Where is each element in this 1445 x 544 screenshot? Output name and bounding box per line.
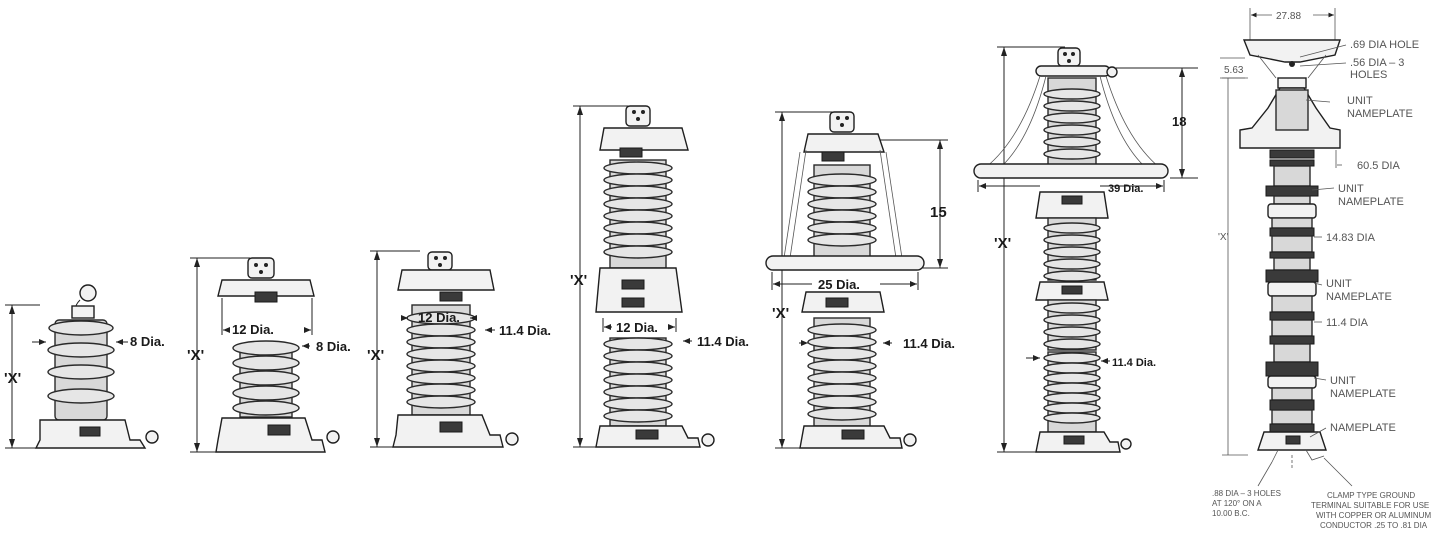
ground-terminal <box>326 430 340 444</box>
height-label: 'X' <box>367 347 384 364</box>
callout-label: NAMEPLATE <box>1330 422 1396 434</box>
ground-terminal <box>145 430 159 444</box>
arrester-figure-7: 27.88 5.63 'X' <box>1212 8 1431 530</box>
height-label: 'X' <box>187 347 204 364</box>
base-note-line: 10.00 B.C. <box>1212 509 1250 518</box>
ground-note-line: CONDUCTOR .25 TO .81 DIA <box>1320 521 1428 530</box>
shed-stack-upper <box>807 173 877 247</box>
ground-note-line: CLAMP TYPE GROUND <box>1327 491 1415 500</box>
ground-terminal <box>505 432 519 446</box>
arrester-figure-1: 'X' 8 Dia. <box>4 284 165 449</box>
shed-stack <box>406 311 476 409</box>
height-label: 'X' <box>772 305 789 322</box>
arrester-figure-2: 'X' 12 Dia. 8 Dia. <box>187 257 351 453</box>
top-terminal <box>625 105 651 127</box>
shed-stack-upper <box>603 161 673 259</box>
diameter-label: 11.4 Dia. <box>499 323 551 338</box>
callout-label: NAMEPLATE <box>1338 196 1404 208</box>
callout-label: NAMEPLATE <box>1330 388 1396 400</box>
top-terminal <box>427 251 453 271</box>
ground-note-line: TERMINAL SUITABLE FOR USE <box>1311 501 1429 510</box>
height-label: 'X' <box>994 235 1011 252</box>
grading-ring <box>765 255 925 271</box>
shed <box>47 388 115 404</box>
ground-note-line: WITH COPPER OR ALUMINUM <box>1316 511 1431 520</box>
shed-stack-upper <box>1043 88 1101 160</box>
callout-label: 14.83 DIA <box>1326 232 1376 244</box>
callout-label: UNIT <box>1330 375 1356 387</box>
diameter-label: 12 Dia. <box>232 322 274 337</box>
diameter-label: 8 Dia. <box>130 334 165 349</box>
callout-label: .56 DIA – 3 <box>1350 57 1404 69</box>
callout-label: UNIT <box>1326 278 1352 290</box>
top-terminal <box>247 257 275 279</box>
top-terminal <box>829 111 855 133</box>
unit-joint <box>1035 191 1109 219</box>
base-note-line: AT 120° ON A <box>1212 499 1262 508</box>
callout-label: UNIT <box>1347 95 1373 107</box>
shed-stack-2 <box>1043 222 1101 282</box>
shed <box>48 320 114 336</box>
callout-label: 60.5 DIA <box>1357 160 1400 172</box>
callout-label: 11.4 DIA <box>1326 317 1369 329</box>
diameter-label: 12 Dia. <box>616 320 658 335</box>
diameter-label: 12 Dia. <box>418 310 460 325</box>
diameter-label: 11.4 Dia. <box>1112 357 1156 369</box>
height-label: 'X' <box>570 272 587 289</box>
callout-label: .69 DIA HOLE <box>1350 39 1419 51</box>
ground-terminal <box>701 433 715 447</box>
shed <box>47 364 115 380</box>
diameter-label: 8 Dia. <box>316 339 351 354</box>
base-note-line: .88 DIA – 3 HOLES <box>1212 489 1281 498</box>
grading-ring <box>973 163 1169 179</box>
shed-stack-lower <box>807 323 877 421</box>
height-label: 'X' <box>4 370 21 387</box>
callout-label: UNIT <box>1338 183 1364 195</box>
arrester-figure-5: 'X' 15 25 Dia. <box>765 111 955 449</box>
top-terminal <box>79 284 97 302</box>
height-label: 'X' <box>1218 232 1229 243</box>
diameter-label: 39 Dia. <box>1108 183 1143 195</box>
shed-stack-lower <box>603 337 673 423</box>
diameter-label: 11.4 Dia. <box>697 334 749 349</box>
ring-height-label: 18 <box>1172 114 1186 129</box>
ground-terminal <box>1120 438 1132 450</box>
top-terminal <box>1057 47 1081 67</box>
diameter-label: 11.4 Dia. <box>903 336 955 351</box>
callout-label: NAMEPLATE <box>1326 291 1392 303</box>
arrester-figure-3: 'X' 12 Dia. 11.4 Dia. <box>367 250 551 448</box>
top-width-label: 27.88 <box>1276 11 1301 22</box>
top-offset-label: 5.63 <box>1224 65 1244 76</box>
shed <box>47 342 115 358</box>
unit-joint <box>595 267 683 313</box>
arrester-figure-4: 'X' <box>570 105 749 448</box>
shed-stack-4 <box>1043 352 1101 424</box>
ground-terminal <box>903 433 917 447</box>
top-bracket <box>1242 39 1341 63</box>
arrester-figure-6: 'X' 18 39 Dia. <box>973 46 1198 453</box>
callout-label: HOLES <box>1350 69 1387 81</box>
callout-label: NAMEPLATE <box>1347 108 1413 120</box>
ring-height-label: 15 <box>930 204 947 221</box>
diameter-label: 25 Dia. <box>818 277 860 292</box>
shed-stack-3 <box>1043 302 1101 350</box>
